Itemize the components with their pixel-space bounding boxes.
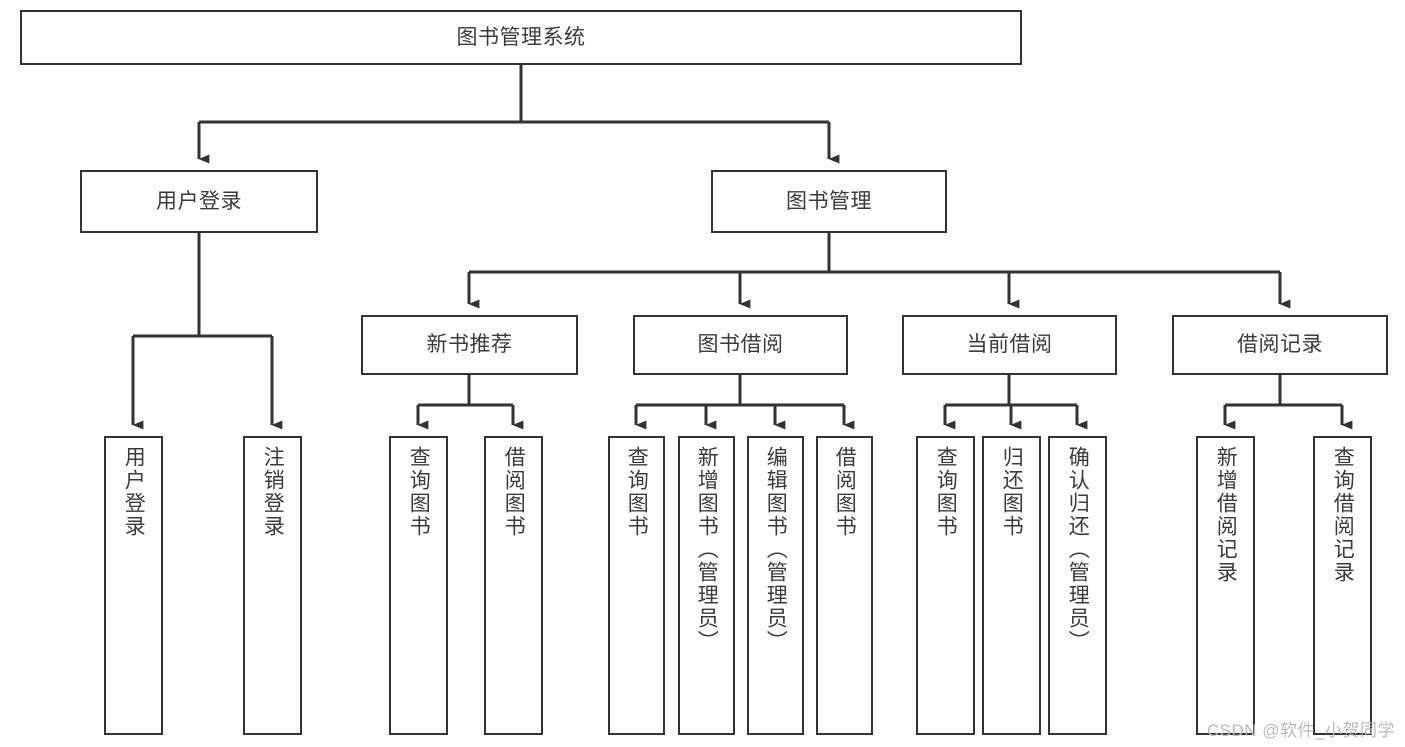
- node-current-borrow[interactable]: 当前借阅: [902, 315, 1117, 375]
- node-label: 新增借阅记录: [1214, 446, 1238, 584]
- node-leaf-add-book[interactable]: 新增图书（管理员）: [678, 436, 735, 735]
- node-leaf-logout[interactable]: 注销登录: [243, 436, 302, 735]
- node-label: 新增图书（管理员）: [695, 446, 719, 653]
- node-new-book-recommend[interactable]: 新书推荐: [361, 315, 578, 375]
- node-leaf-borrow-book-2[interactable]: 借阅图书: [816, 436, 873, 735]
- node-leaf-query-book-2[interactable]: 查询图书: [608, 436, 665, 735]
- node-label: 查询图书: [407, 446, 431, 538]
- node-leaf-query-book-3[interactable]: 查询图书: [916, 436, 975, 735]
- node-book-manage[interactable]: 图书管理: [711, 170, 947, 233]
- node-book-borrow[interactable]: 图书借阅: [633, 315, 848, 375]
- node-leaf-add-record[interactable]: 新增借阅记录: [1196, 436, 1255, 735]
- node-label: 借阅记录: [1237, 333, 1323, 357]
- node-leaf-return-book[interactable]: 归还图书: [982, 436, 1041, 735]
- node-label: 查询借阅记录: [1331, 446, 1355, 584]
- node-label: 查询图书: [934, 446, 958, 538]
- node-leaf-confirm-return[interactable]: 确认归还（管理员）: [1048, 436, 1107, 735]
- node-label: 编辑图书（管理员）: [764, 446, 788, 653]
- node-label: 图书管理: [786, 189, 872, 213]
- node-label: 归还图书: [1000, 446, 1024, 538]
- node-label: 确认归还（管理员）: [1066, 446, 1090, 653]
- node-label: 用户登录: [156, 189, 242, 213]
- node-label: 新书推荐: [426, 333, 513, 357]
- node-borrow-record[interactable]: 借阅记录: [1172, 315, 1388, 375]
- node-leaf-query-record[interactable]: 查询借阅记录: [1313, 436, 1372, 735]
- node-label: 当前借阅: [966, 333, 1053, 357]
- watermark: CSDN @软件_小贺同学: [1206, 721, 1395, 740]
- node-label: 借阅图书: [833, 446, 857, 538]
- node-leaf-edit-book[interactable]: 编辑图书（管理员）: [747, 436, 804, 735]
- node-label: 查询图书: [625, 446, 649, 538]
- node-label: 图书借阅: [697, 333, 784, 357]
- node-leaf-user-login[interactable]: 用户登录: [104, 436, 163, 735]
- node-label: 借阅图书: [502, 446, 526, 538]
- node-label: 注销登录: [261, 446, 285, 538]
- node-leaf-query-book-1[interactable]: 查询图书: [389, 436, 448, 735]
- node-label: 图书管理系统: [456, 25, 586, 49]
- node-leaf-borrow-book-1[interactable]: 借阅图书: [484, 436, 543, 735]
- node-root[interactable]: 图书管理系统: [20, 10, 1022, 65]
- node-user-login[interactable]: 用户登录: [80, 170, 318, 233]
- node-label: 用户登录: [122, 446, 146, 538]
